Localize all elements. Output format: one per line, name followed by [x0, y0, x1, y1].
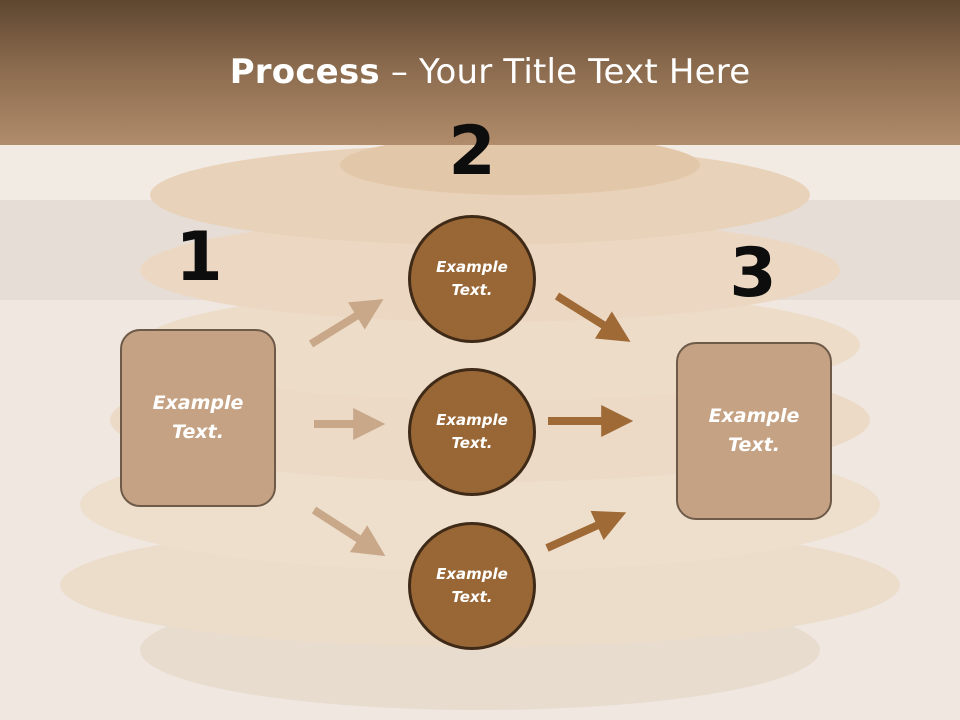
arrow-bottom-to-right: [545, 510, 627, 552]
step-number-3: 3: [729, 234, 777, 313]
circle-bottom-label: Example Text.: [436, 565, 508, 606]
left-box-label: Example Text.: [152, 392, 244, 443]
right-box-label: Example Text.: [708, 405, 800, 456]
arrow-left-to-bottom: [311, 506, 386, 557]
title-bar: Process – Your Title Text Here: [0, 0, 960, 145]
circle-top-label: Example Text.: [436, 258, 508, 299]
left-text-box[interactable]: Example Text.: [120, 329, 276, 507]
step-number-1: 1: [175, 218, 223, 297]
circle-bottom[interactable]: Example Text.: [408, 522, 536, 650]
title-rest-part: – Your Title Text Here: [379, 52, 751, 92]
arrow-left-to-top: [308, 299, 384, 348]
step-number-2: 2: [448, 112, 496, 191]
circle-middle[interactable]: Example Text.: [408, 368, 536, 496]
title-bold-part: Process: [229, 52, 380, 92]
right-text-box[interactable]: Example Text.: [676, 342, 832, 520]
arrow-top-to-right: [554, 292, 631, 342]
page-title: Process – Your Title Text Here: [0, 52, 960, 92]
circle-top[interactable]: Example Text.: [408, 215, 536, 343]
circle-middle-label: Example Text.: [436, 411, 508, 452]
